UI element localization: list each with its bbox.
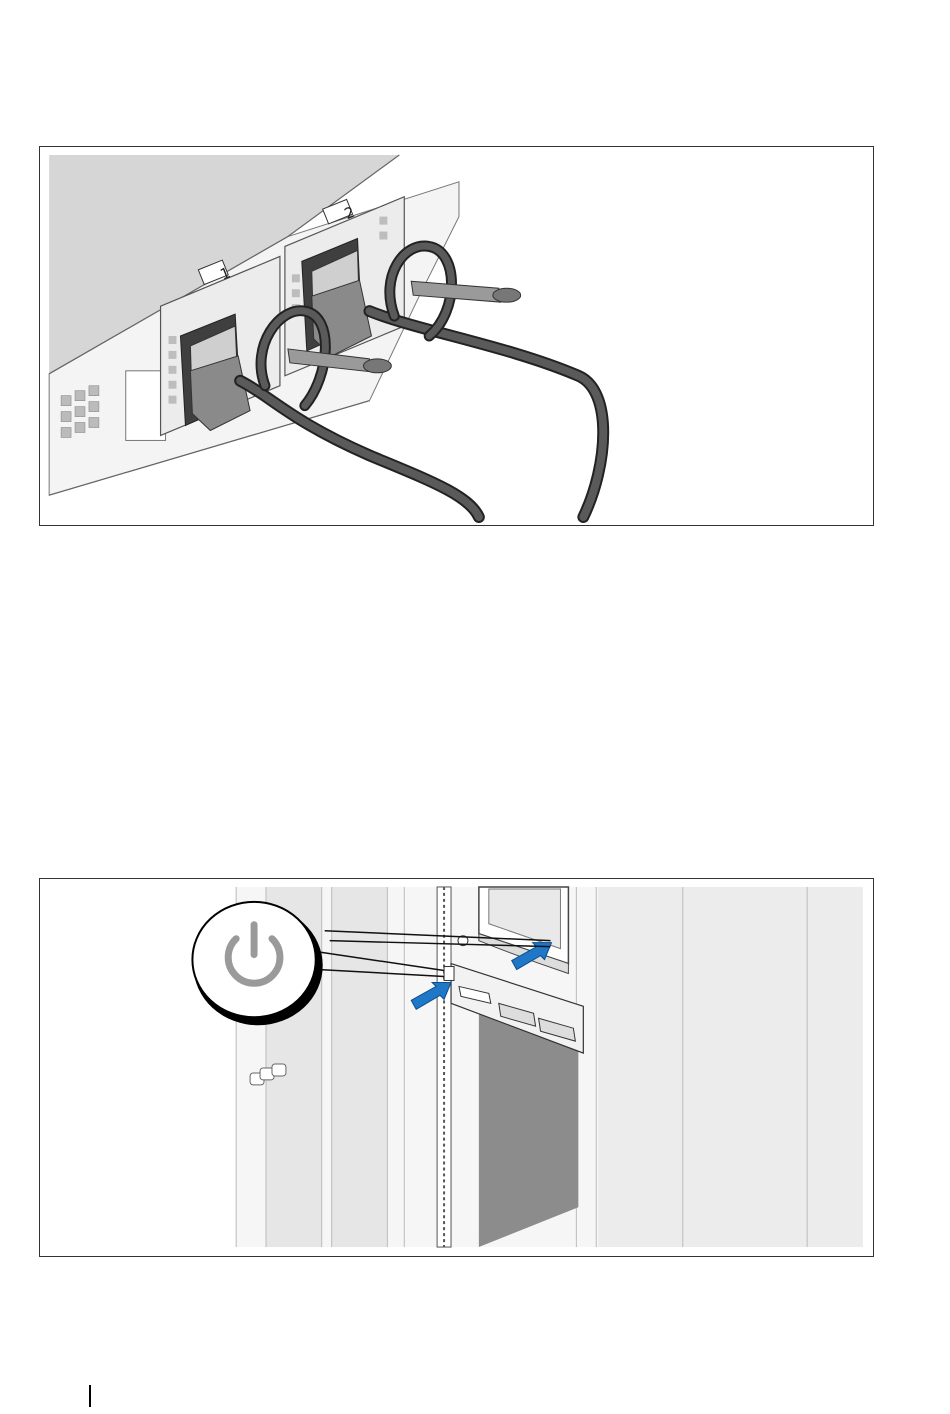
power-cable-illustration: 1 2: [39, 146, 874, 526]
power-on-illustration: [39, 878, 874, 1257]
rack-interior: [479, 1013, 578, 1247]
rack-rail: [437, 887, 451, 1247]
page-marker: [89, 1385, 91, 1407]
